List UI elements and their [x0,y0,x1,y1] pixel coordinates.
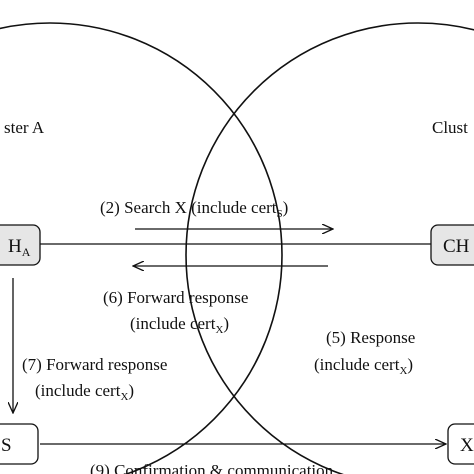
cluster-a-label: ster A [4,118,45,137]
cluster-a-boundary [0,22,283,474]
target-node-label: X [460,435,474,456]
source-node-label: S [1,435,12,456]
cluster-head-b-node: CH [430,224,474,266]
message-9-label: (9) Confirmation & communication [90,461,334,474]
target-node: X [447,423,474,465]
cluster-b-boundary [185,22,474,474]
message-6-label-line1: (6) Forward response [103,288,248,307]
message-2-label: (2) Search X (include certS) [100,198,288,220]
ch-b-main: CH [443,236,470,257]
message-7-label-line1: (7) Forward response [22,355,167,374]
svg-text:HA: HA [8,236,31,259]
ch-a-sub: A [22,245,31,259]
message-6-label-line2: (include certX) [130,314,229,336]
ch-a-main: H [8,236,22,257]
cluster-b-label: Clust [432,118,468,137]
message-5-label-line2: (include certX) [314,355,413,377]
source-node: S [0,423,39,465]
message-7-label-line2: (include certX) [35,381,134,403]
message-5-label-line1: (5) Response [326,328,415,347]
cluster-head-a-node: HA [0,224,41,266]
